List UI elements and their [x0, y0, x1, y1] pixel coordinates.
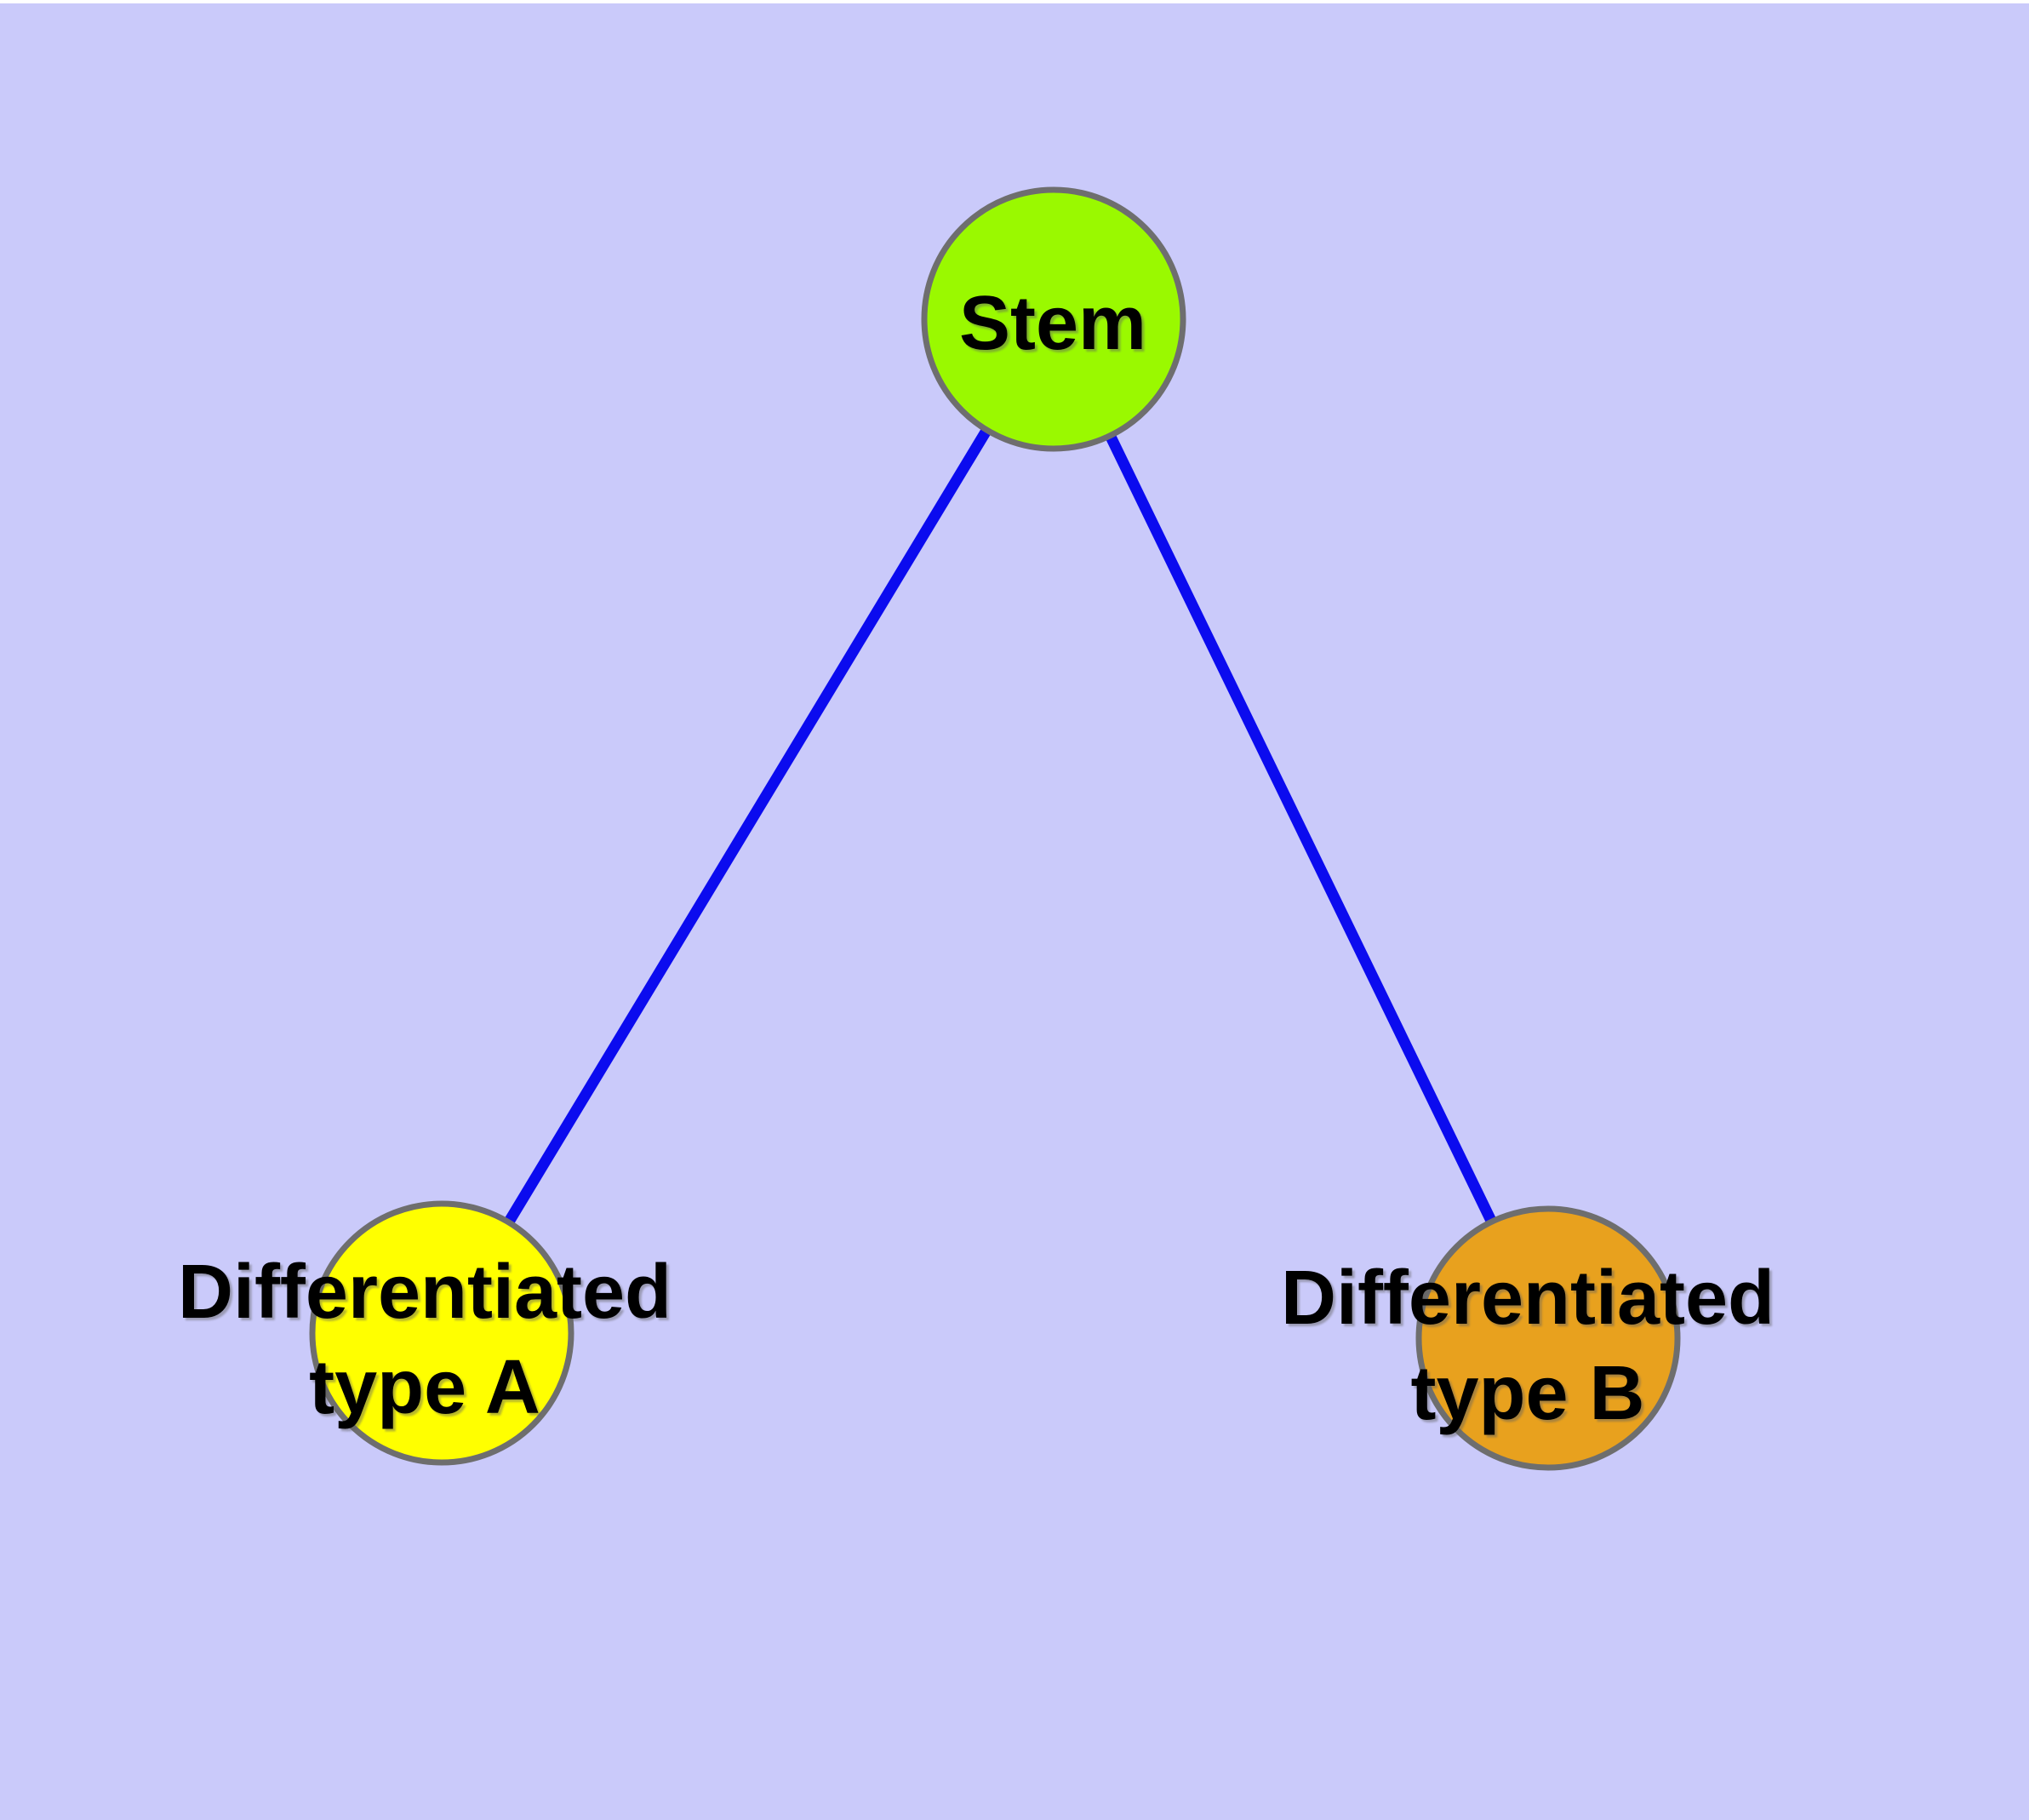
node-type-b-label-line1: Differentiated	[1281, 1256, 1775, 1341]
node-stem	[921, 186, 1186, 452]
edge-stem-to-type-b	[1049, 317, 1553, 1341]
node-stem-label: Stem	[959, 281, 1146, 366]
node-type-a-label-line2: type A	[309, 1345, 540, 1430]
top-strip	[0, 0, 2029, 3]
node-differentiated-type-b	[1415, 1205, 1681, 1471]
node-type-a-label-line1: Differentiated	[178, 1250, 672, 1335]
node-type-b-label-line2: type B	[1410, 1351, 1644, 1436]
edge-stem-to-type-a	[437, 316, 1059, 1336]
node-differentiated-type-a	[309, 1200, 574, 1466]
